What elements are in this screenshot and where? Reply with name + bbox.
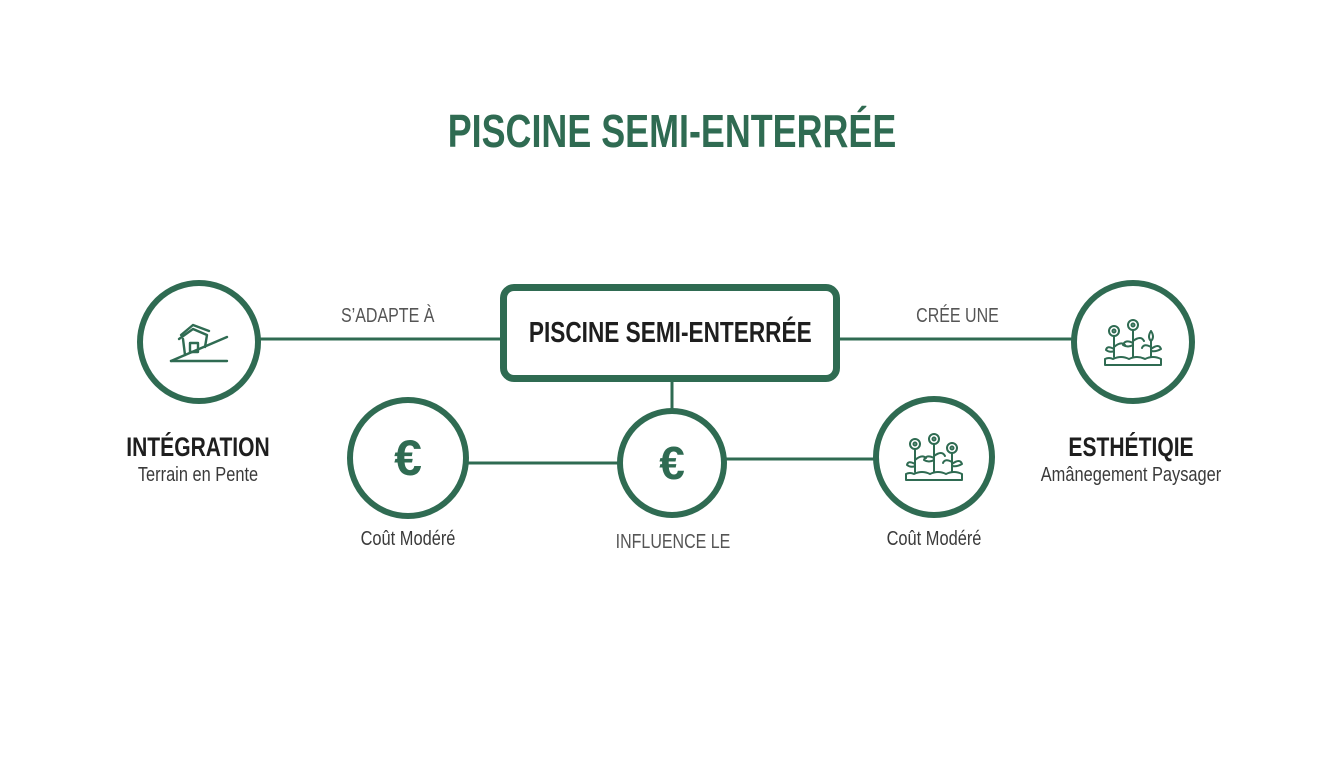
edge-label-influence: INFLUENCE LE: [615, 531, 731, 553]
esthetique-subtitle: Amânegement Paysager: [1040, 464, 1222, 486]
edge-label-adapte: S’ADAPTE À: [341, 305, 435, 327]
euro-icon: €: [659, 437, 685, 489]
house-on-slope-icon: [169, 323, 229, 363]
euro-icon: €: [394, 430, 422, 486]
central-concept-label: PISCINE SEMI-ENTERRÉE: [528, 316, 812, 349]
central-concept-box: PISCINE SEMI-ENTERRÉE: [500, 284, 840, 382]
integration-subtitle: Terrain en Pente: [137, 464, 259, 486]
cost-node-right: [873, 396, 995, 518]
garden-plants-icon: [905, 433, 963, 481]
edge-label-cree: CRÉE UNE: [916, 305, 999, 327]
cost-left-label: Coût Modéré: [360, 528, 456, 550]
esthetique-title: ESTHÉTIQIE: [1068, 432, 1194, 462]
integration-title: INTÉGRATION: [126, 432, 270, 462]
integration-node: [137, 280, 261, 404]
cost-node-left: €: [347, 397, 469, 519]
garden-plants-icon: [1104, 319, 1162, 366]
page-title: PISCINE SEMI-ENTERRÉE: [447, 105, 897, 157]
cost-right-label: Coût Modéré: [886, 528, 982, 550]
esthetique-node: [1071, 280, 1195, 404]
cost-node-center: €: [617, 408, 727, 518]
